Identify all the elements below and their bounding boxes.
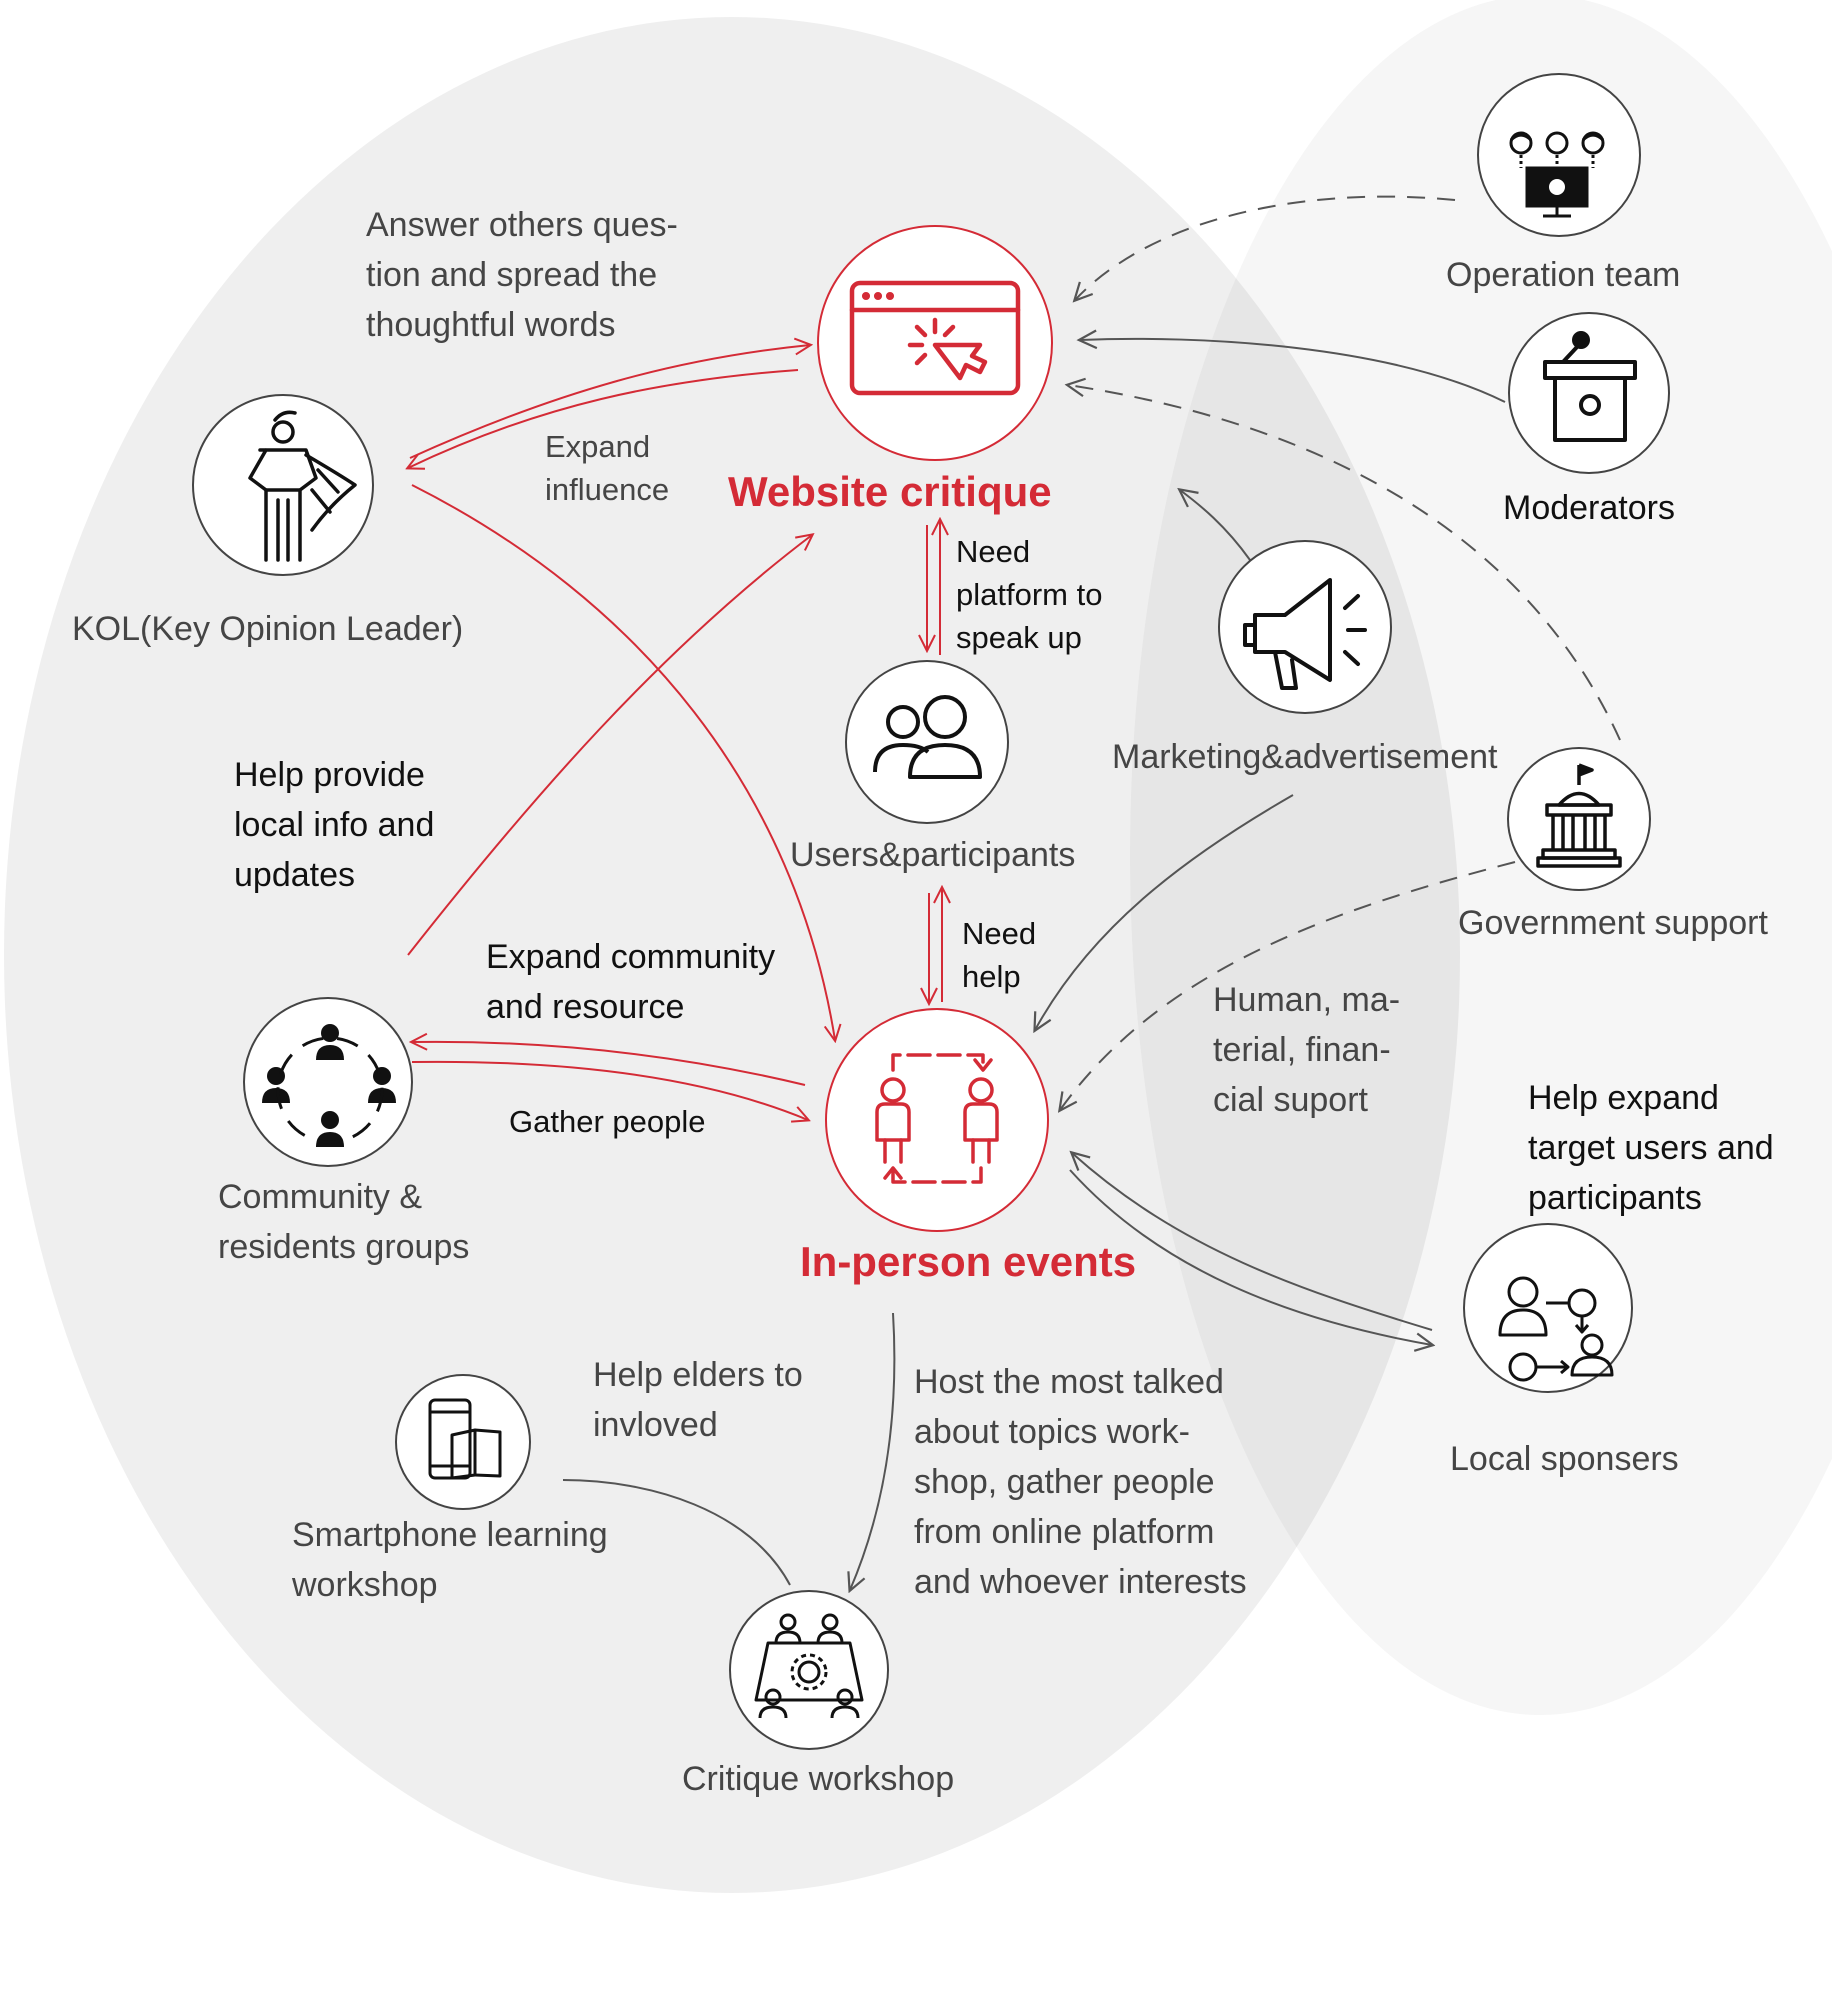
arrow-events-to-sponsors xyxy=(1069,1169,1432,1345)
moderators-label: Moderators xyxy=(1503,489,1675,527)
arrow-government-to-events xyxy=(1060,861,1516,1110)
marketing-label: Marketing&advertisement xyxy=(1112,738,1498,776)
sponsors-label: Local sponsers xyxy=(1450,1440,1679,1478)
arrow-marketing-to-website xyxy=(1180,490,1251,561)
arrow-moderators-to-website xyxy=(1080,339,1506,403)
community-circle-icon xyxy=(262,1024,396,1147)
users-icon xyxy=(873,695,982,779)
website-critique-label: Website critique xyxy=(728,468,1052,515)
sponsors-node[interactable] xyxy=(1463,1223,1633,1393)
government-label: Government support xyxy=(1458,904,1768,942)
sponsor-money-icon xyxy=(1498,1276,1614,1382)
annotation-help-elders: Help elders to invloved xyxy=(593,1356,803,1444)
arrow-events-to-community xyxy=(412,1042,806,1086)
kol-label: KOL(Key Opinion Leader) xyxy=(72,610,464,648)
people-exchange-icon xyxy=(875,1053,999,1184)
arrow-community-to-events xyxy=(411,1060,808,1120)
team-monitor-icon xyxy=(1509,131,1605,218)
annotation-gather-people: Gather people xyxy=(509,1104,706,1139)
critique-workshop-node[interactable] xyxy=(729,1590,889,1750)
smartphone-workshop-label: Smartphone learning workshop xyxy=(292,1516,608,1604)
annotation-expand-community: Expand community and resource xyxy=(486,938,776,1026)
podium-icon xyxy=(1543,331,1637,442)
kol-node[interactable] xyxy=(192,394,374,576)
arrow-marketing-to-events xyxy=(1035,794,1294,1030)
critique-workshop-label: Critique workshop xyxy=(682,1760,955,1798)
annotation-help-local-info: Help provide local info and updates xyxy=(234,756,435,894)
community-label: Community & residents groups xyxy=(218,1178,470,1266)
users-label: Users&participants xyxy=(790,836,1076,874)
annotation-need-help: Need help xyxy=(962,916,1037,994)
megaphone-icon xyxy=(1243,578,1367,690)
arrow-sponsors-to-events xyxy=(1072,1153,1433,1331)
annotation-help-expand-target: Help expand target users and participant… xyxy=(1528,1079,1774,1217)
connector-smartphone-to-critique xyxy=(562,1479,791,1586)
arrow-website-to-kol xyxy=(408,369,799,468)
moderators-node[interactable] xyxy=(1508,312,1670,474)
website-critique-node[interactable] xyxy=(817,225,1053,461)
annotation-need-platform: Need platform to speak up xyxy=(956,534,1103,655)
community-node[interactable] xyxy=(243,997,413,1167)
government-building-icon xyxy=(1536,763,1622,868)
in-person-events-label: In-person events xyxy=(800,1238,1137,1285)
in-person-events-node[interactable] xyxy=(825,1008,1049,1232)
arrow-events-to-critique-workshop xyxy=(850,1312,896,1590)
phone-book-icon xyxy=(428,1398,502,1480)
government-node[interactable] xyxy=(1507,747,1651,891)
annotation-answer-questions: Answer others ques- tion and spread the … xyxy=(366,206,678,344)
browser-click-icon xyxy=(849,280,1021,396)
hero-icon xyxy=(248,410,357,562)
users-node[interactable] xyxy=(845,660,1009,824)
arrow-operation-to-website xyxy=(1075,195,1456,300)
annotation-human-material: Human, ma- terial, finan- cial suport xyxy=(1213,981,1401,1119)
operation-team-node[interactable] xyxy=(1477,73,1641,237)
annotation-host-topics: Host the most talked about topics work- … xyxy=(914,1363,1247,1601)
arrow-kol-to-events xyxy=(411,484,835,1040)
smartphone-workshop-node[interactable] xyxy=(395,1374,531,1510)
arrow-government-to-website xyxy=(1068,385,1621,741)
arrow-kol-to-website xyxy=(409,345,810,459)
marketing-node[interactable] xyxy=(1218,540,1392,714)
arrow-community-to-website xyxy=(407,535,812,956)
operation-team-label: Operation team xyxy=(1446,256,1681,294)
annotation-expand-influence: Expand influence xyxy=(545,429,670,507)
meeting-table-icon xyxy=(754,1613,864,1719)
